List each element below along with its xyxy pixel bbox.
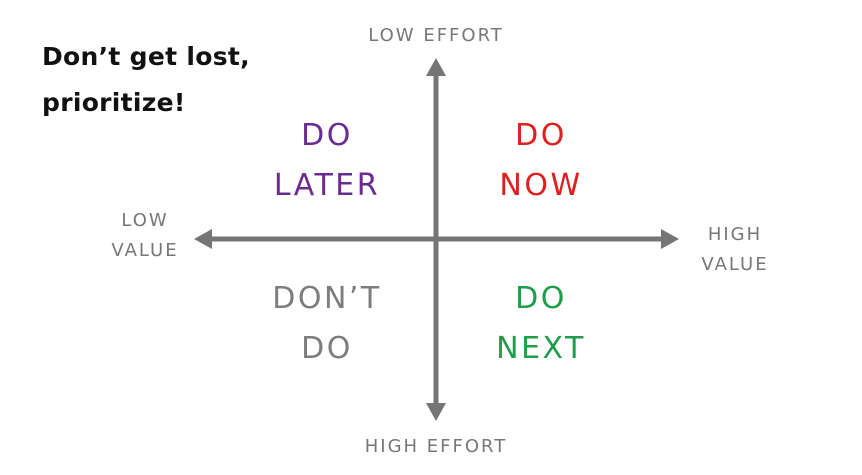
quadrant-do-now-line-2: NOW [499, 168, 583, 203]
axis-label-high-value-line-2: VALUE [701, 254, 769, 275]
axis-label-low-value-line-2: VALUE [111, 240, 179, 261]
arrow-down-icon [426, 403, 446, 421]
quadrant-do-next-line-1: DO [515, 281, 567, 316]
quadrant-do-next: DO NEXT [496, 274, 586, 374]
quadrant-do-later-line-1: DO [301, 118, 353, 153]
quadrant-dont-do-line-1: DON’T [272, 281, 382, 316]
quadrant-dont-do-line-2: DO [301, 331, 353, 366]
arrow-left-icon [194, 229, 212, 249]
axis-label-high-effort: HIGH EFFORT [364, 436, 508, 457]
quadrant-do-now-line-1: DO [515, 118, 567, 153]
axis-label-low-value-line-1: LOW [121, 210, 169, 231]
title-line-1: Don’t get lost, [42, 42, 250, 71]
title-line-2: prioritize! [42, 88, 186, 117]
axis-label-low-effort: LOW EFFORT [368, 25, 504, 46]
quadrant-do-later: DO LATER [274, 111, 380, 211]
axis-label-high-value-line-1: HIGH [707, 224, 763, 245]
arrow-right-icon [661, 229, 679, 249]
axis-label-high-value: HIGH VALUE [698, 220, 772, 280]
quadrant-do-now: DO NOW [499, 111, 582, 211]
axis-label-low-value: LOW VALUE [108, 206, 182, 266]
quadrant-dont-do: DON’T DO [272, 274, 382, 374]
quadrant-do-next-line-2: NEXT [496, 331, 586, 366]
arrow-up-icon [426, 58, 446, 76]
quadrant-do-later-line-2: LATER [273, 168, 381, 203]
